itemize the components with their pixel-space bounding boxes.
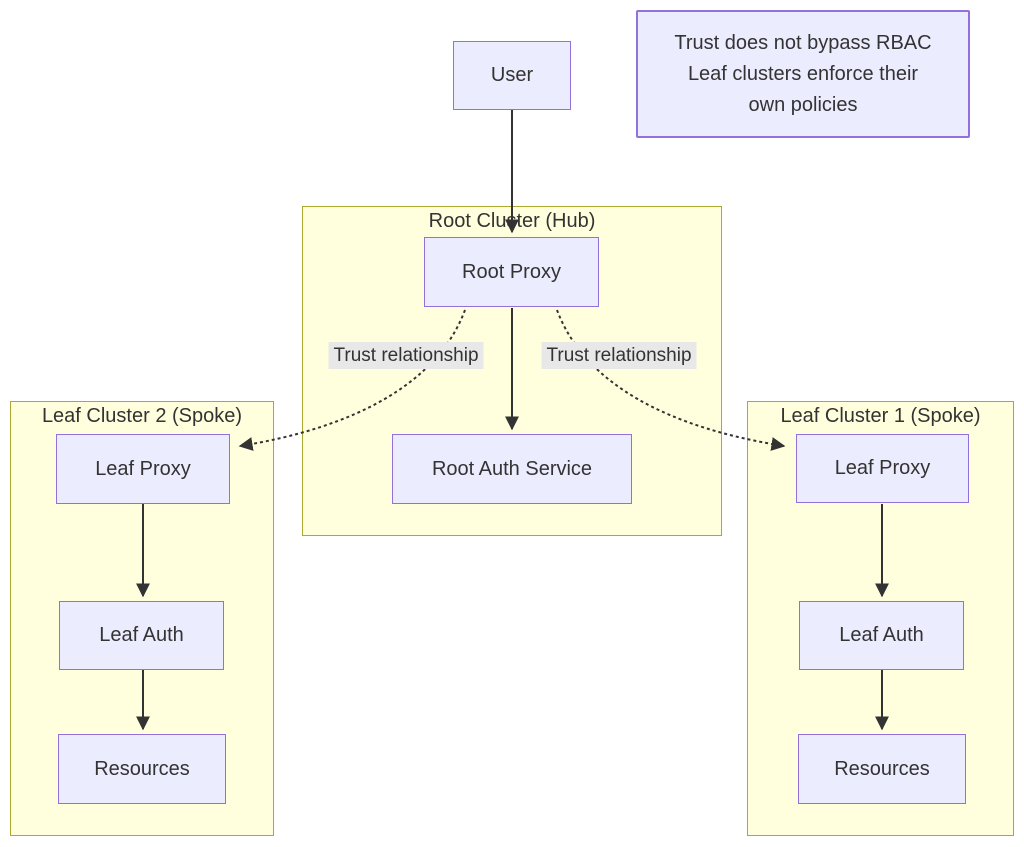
node-leaf2-proxy: Leaf Proxy (56, 434, 230, 504)
node-leaf2-auth: Leaf Auth (59, 601, 224, 670)
note-line: Trust does not bypass RBAC (674, 31, 932, 54)
node-leaf1-proxy: Leaf Proxy (796, 434, 969, 503)
note-line: own policies (748, 93, 858, 116)
node-leaf2-resources: Resources (58, 734, 226, 804)
node-leaf1-resources: Resources (798, 734, 966, 804)
note-line: Leaf clusters enforce their (687, 62, 919, 85)
edge-label-trust-right: Trust relationship (541, 342, 697, 369)
node-root-auth-service: Root Auth Service (392, 434, 632, 504)
note-trust-rbac: Trust does not bypass RBAC Leaf clusters… (636, 10, 970, 138)
edge-trust-root-to-leaf2 (238, 309, 466, 451)
edge-trust-root-to-leaf1 (556, 309, 786, 451)
cluster-leaf-1-spoke-title: Leaf Cluster 1 (Spoke) (780, 405, 981, 427)
edge-label-trust-left: Trust relationship (328, 342, 484, 369)
node-root-proxy: Root Proxy (424, 237, 599, 307)
node-leaf1-auth: Leaf Auth (799, 601, 964, 670)
node-user: User (453, 41, 571, 110)
cluster-leaf-2-spoke-title: Leaf Cluster 2 (Spoke) (41, 405, 243, 427)
